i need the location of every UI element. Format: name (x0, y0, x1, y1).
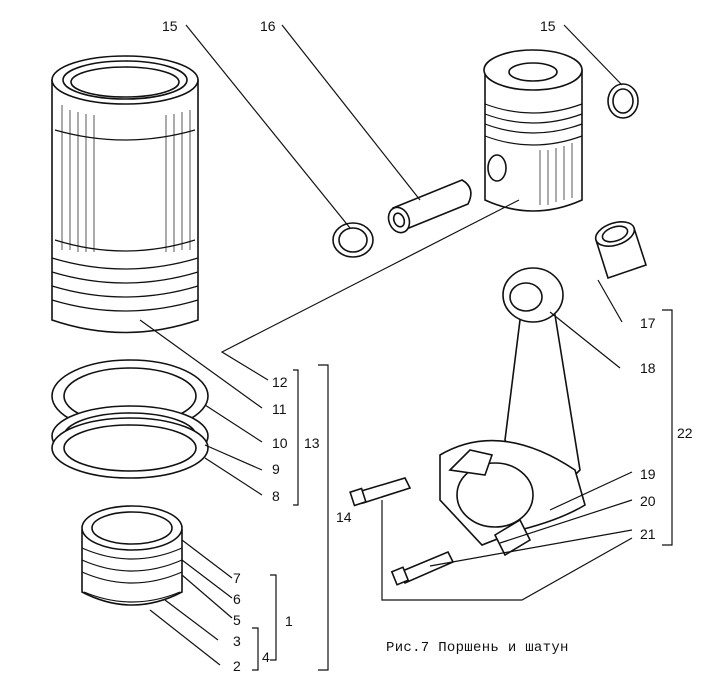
callout-8: 8 (272, 488, 280, 504)
callout-13: 13 (304, 435, 320, 451)
connecting-rod (439, 267, 586, 557)
callout-14: 14 (336, 509, 352, 525)
callout-labels: 15 16 15 17 18 22 12 11 10 13 9 8 14 19 … (162, 18, 693, 674)
callout-21: 21 (640, 526, 656, 542)
callout-4: 4 (262, 649, 270, 665)
callout-7: 7 (233, 570, 241, 586)
callout-15-right: 15 (540, 18, 556, 34)
callout-1: 1 (285, 613, 293, 629)
small-end-bushing (594, 221, 648, 280)
callout-15-left: 15 (162, 18, 178, 34)
callout-22: 22 (677, 425, 693, 441)
callout-10: 10 (272, 435, 288, 451)
callout-12: 12 (272, 374, 288, 390)
callout-6: 6 (233, 591, 241, 607)
rod-bolt-lower (390, 550, 455, 586)
leader-lines (139, 24, 673, 671)
callout-9: 9 (272, 461, 280, 477)
callout-11: 11 (272, 401, 287, 417)
oil-ring-set (81, 505, 183, 606)
callout-18: 18 (640, 360, 656, 376)
callout-20: 20 (640, 493, 656, 509)
piston (483, 49, 583, 212)
callout-5: 5 (233, 612, 241, 628)
callout-19: 19 (640, 466, 656, 482)
piston-pin (387, 179, 472, 234)
figure-caption: Рис.7 Поршень и шатун (386, 640, 569, 656)
cylinder-liner (51, 55, 199, 334)
rod-bolt-upper (349, 477, 412, 507)
retaining-ring-right (607, 83, 639, 119)
callout-16: 16 (260, 18, 276, 34)
callout-3: 3 (233, 633, 241, 649)
callout-17: 17 (640, 315, 656, 331)
retaining-ring-left (332, 222, 374, 258)
callout-2: 2 (233, 658, 241, 674)
piston-rings-set (51, 359, 209, 479)
